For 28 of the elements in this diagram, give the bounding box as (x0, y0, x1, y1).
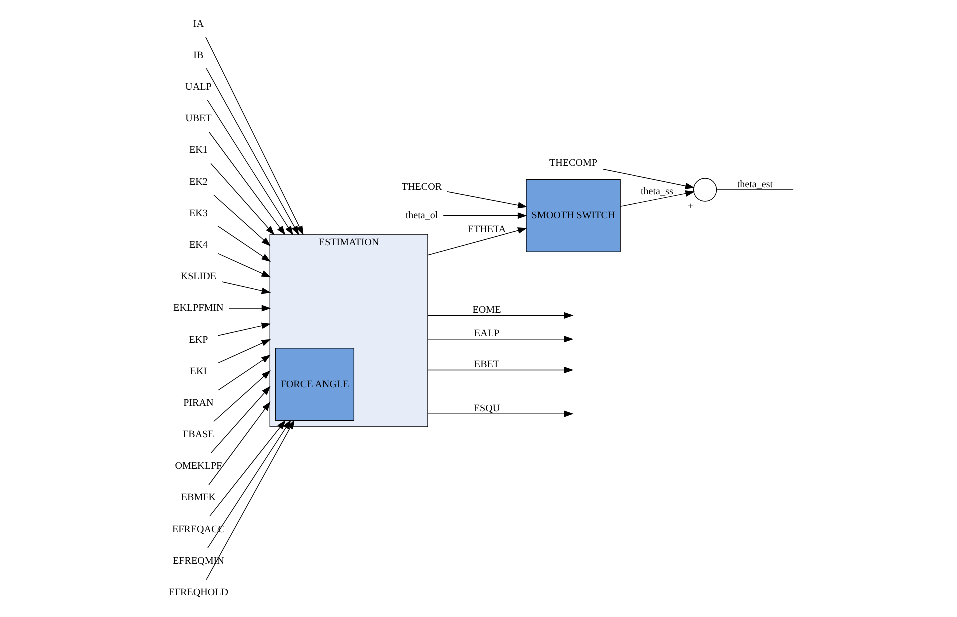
edge-label: EALP (474, 328, 500, 340)
node-text: PIRAN (183, 398, 214, 409)
node-text: OMEKLPF (174, 461, 222, 472)
edge-label: EBET (474, 360, 500, 371)
node-text: EK2 (188, 176, 208, 188)
node-text: EKP (188, 334, 208, 346)
node-text: KSLIDE (180, 272, 216, 283)
node-text: EFREQHOLD (168, 588, 228, 599)
edge-label: ESQU (473, 403, 500, 414)
node-label: + (687, 202, 693, 213)
node-text: EK4 (188, 240, 208, 251)
node-text: UBET (185, 114, 212, 125)
node-text: EBMFK (180, 492, 216, 504)
node-text: IA (192, 18, 204, 30)
edge-label: ETHETA (467, 224, 506, 236)
node-text: FBASE (182, 430, 214, 441)
node-text: THECOMP (549, 158, 598, 170)
node-text: IB (193, 50, 204, 62)
node-text: THECOR (401, 182, 442, 193)
edge-label: theta_ss (640, 186, 673, 198)
node-text: theta_ol (405, 210, 438, 222)
node-text: EKI (190, 366, 207, 378)
edge-label: EOME (472, 304, 501, 316)
edge-label: theta_est (736, 179, 773, 190)
node-text: EK1 (188, 145, 208, 156)
node-text: EKLPFMIN (173, 303, 224, 314)
node-text: EK3 (188, 208, 208, 220)
node-text: UALP (185, 82, 212, 93)
